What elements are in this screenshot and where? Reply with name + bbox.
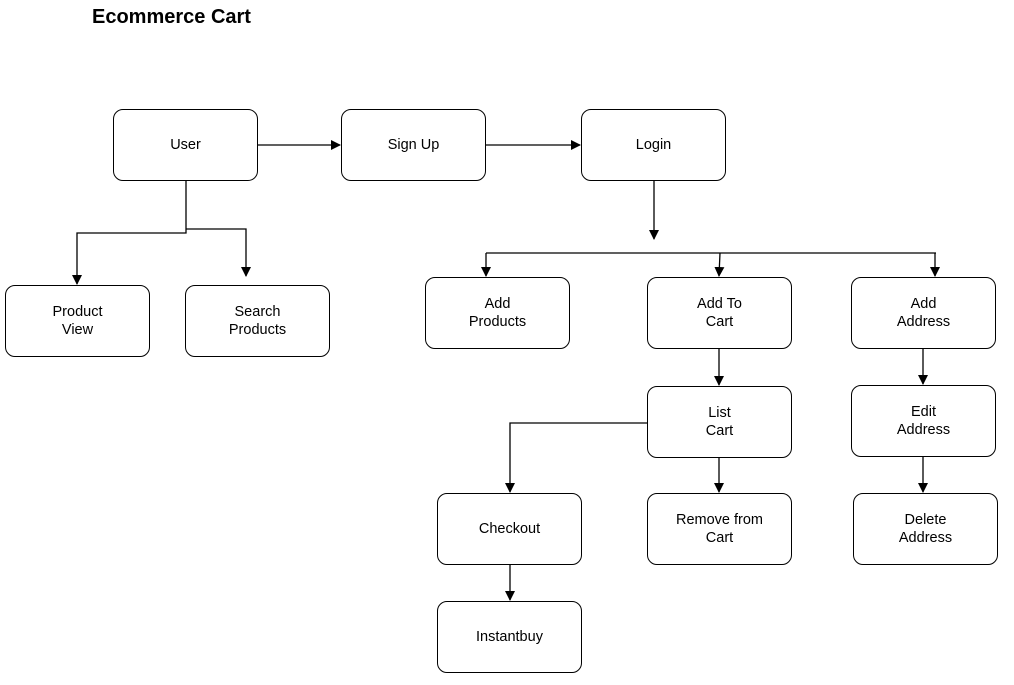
node-delete-address: Delete Address <box>853 493 998 565</box>
diagram-title: Ecommerce Cart <box>92 6 251 28</box>
node-remove-from-cart: Remove from Cart <box>647 493 792 565</box>
node-checkout: Checkout <box>437 493 582 565</box>
node-login: Login <box>581 109 726 181</box>
edge-branch-addtocart <box>714 252 725 277</box>
edge-user-productview <box>72 181 187 285</box>
node-add-products: Add Products <box>425 277 570 349</box>
node-add-address: Add Address <box>851 277 996 349</box>
node-sign-up: Sign Up <box>341 109 486 181</box>
node-list-cart: List Cart <box>647 386 792 458</box>
edge-listcart-checkout <box>505 422 648 493</box>
node-instantbuy: Instantbuy <box>437 601 582 673</box>
edge-user-searchproducts <box>186 228 251 277</box>
node-user: User <box>113 109 258 181</box>
node-product-view: Product View <box>5 285 150 357</box>
node-add-to-cart: Add To Cart <box>647 277 792 349</box>
node-edit-address: Edit Address <box>851 385 996 457</box>
node-search-products: Search Products <box>185 285 330 357</box>
